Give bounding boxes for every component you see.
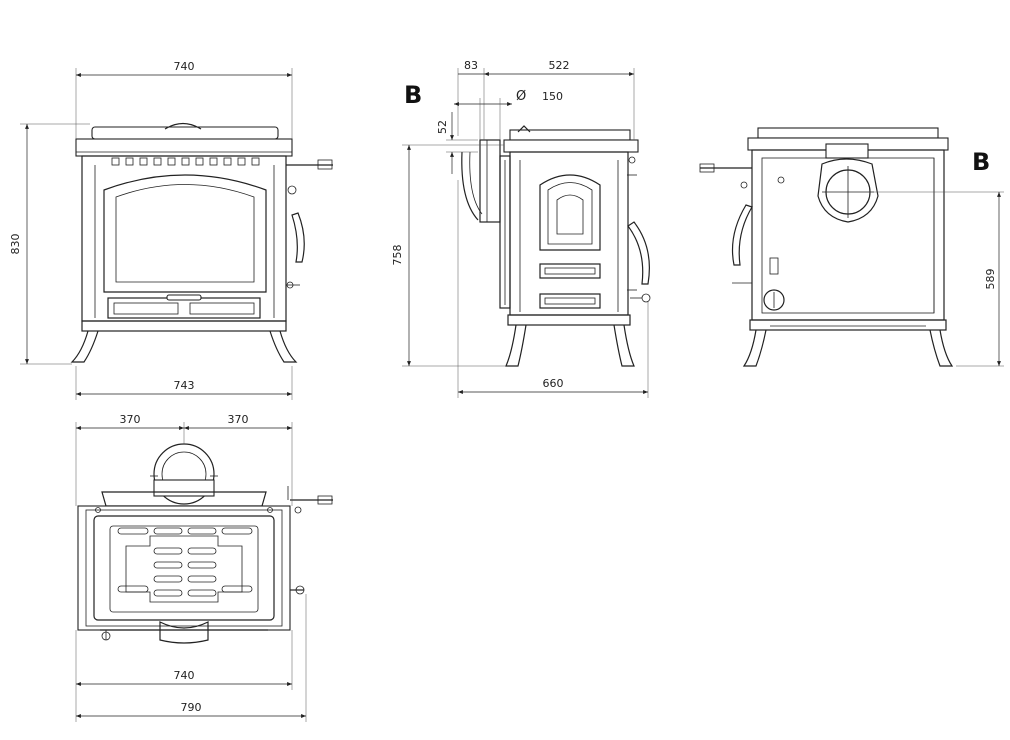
dim-front-bottom-width: 743 — [75, 366, 293, 400]
front-view — [70, 122, 333, 363]
dim-top-half-right: 370 — [184, 413, 293, 506]
side-view — [461, 125, 651, 367]
dim-side-total-depth-label: 660 — [543, 377, 564, 390]
dim-side-height-label: 758 — [391, 245, 404, 266]
dim-top-half-left-label: 370 — [120, 413, 141, 426]
dim-side-body-depth: 522 — [484, 59, 635, 140]
dim-back-flue-height: 589 — [956, 192, 1004, 367]
top-view — [77, 443, 333, 644]
back-view — [699, 127, 1004, 367]
dim-front-bottom-width-label: 743 — [174, 379, 195, 392]
dim-side-body-depth-label: 522 — [549, 59, 570, 72]
dim-front-top-width: 740 — [75, 60, 293, 139]
dim-top-total-width: 790 — [76, 594, 307, 722]
front-top-decorations — [111, 157, 260, 166]
dim-top-half-right-label: 370 — [228, 413, 249, 426]
section-mark-left: B — [404, 81, 422, 109]
dim-back-flue-height-label: 589 — [984, 269, 997, 290]
dim-front-height-label: 830 — [9, 234, 22, 255]
dim-side-total-depth: 660 — [457, 180, 649, 398]
dim-flue-height-offset-label: 52 — [436, 120, 449, 134]
dim-front-height: 830 — [9, 123, 90, 365]
dim-top-width: 740 — [75, 630, 293, 722]
dim-top-total-width-label: 790 — [181, 701, 202, 714]
dim-side-height: 758 — [391, 144, 506, 367]
dim-flue-diameter: Ø 150 — [454, 89, 563, 140]
flue-diameter-label: 150 — [542, 90, 563, 103]
dim-top-width-label: 740 — [174, 669, 195, 682]
dim-flue-height-offset: 52 — [436, 112, 478, 174]
flue-diameter-symbol: Ø — [516, 89, 526, 104]
dim-top-half-left: 370 — [75, 413, 185, 506]
dim-side-flue-offset-label: 83 — [464, 59, 478, 72]
top-view-vent-slots — [117, 527, 253, 597]
section-mark-right: B — [972, 148, 990, 176]
dim-front-top-width-label: 740 — [174, 60, 195, 73]
